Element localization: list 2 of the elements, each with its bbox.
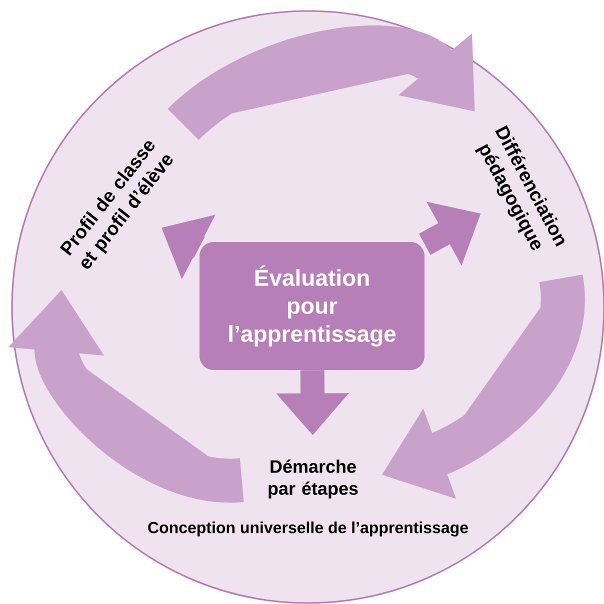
center-box: Évaluation pour l’apprentissage (200, 242, 424, 370)
step-label: Démarche par étapes (268, 460, 358, 498)
